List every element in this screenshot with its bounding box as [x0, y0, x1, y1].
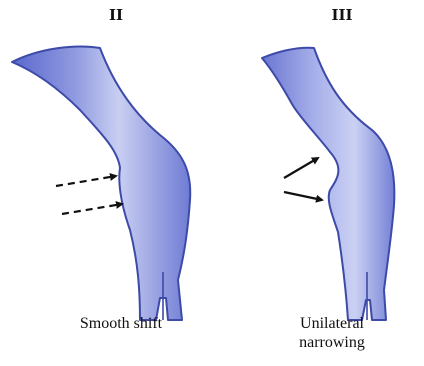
vessel-ii — [12, 47, 190, 320]
solid-arrow-icon — [284, 158, 318, 178]
solid-arrow-icon — [284, 192, 322, 200]
panel-label-iii: III — [302, 6, 382, 24]
vessel-iii — [262, 48, 394, 320]
dashed-arrows-ii — [56, 176, 122, 214]
dashed-arrow-icon — [62, 204, 122, 214]
solid-arrows-iii — [284, 158, 322, 200]
caption-smooth-shift: Smooth shift — [36, 314, 206, 333]
caption-line: narrowing — [262, 333, 402, 352]
panel-label-ii: II — [76, 6, 156, 24]
caption-line: Unilateral — [262, 314, 402, 333]
vessel-iii-body — [262, 48, 394, 320]
caption-unilateral-narrowing: Unilateral narrowing — [262, 314, 402, 352]
dashed-arrow-icon — [56, 176, 116, 186]
caption-line: Smooth shift — [36, 314, 206, 333]
